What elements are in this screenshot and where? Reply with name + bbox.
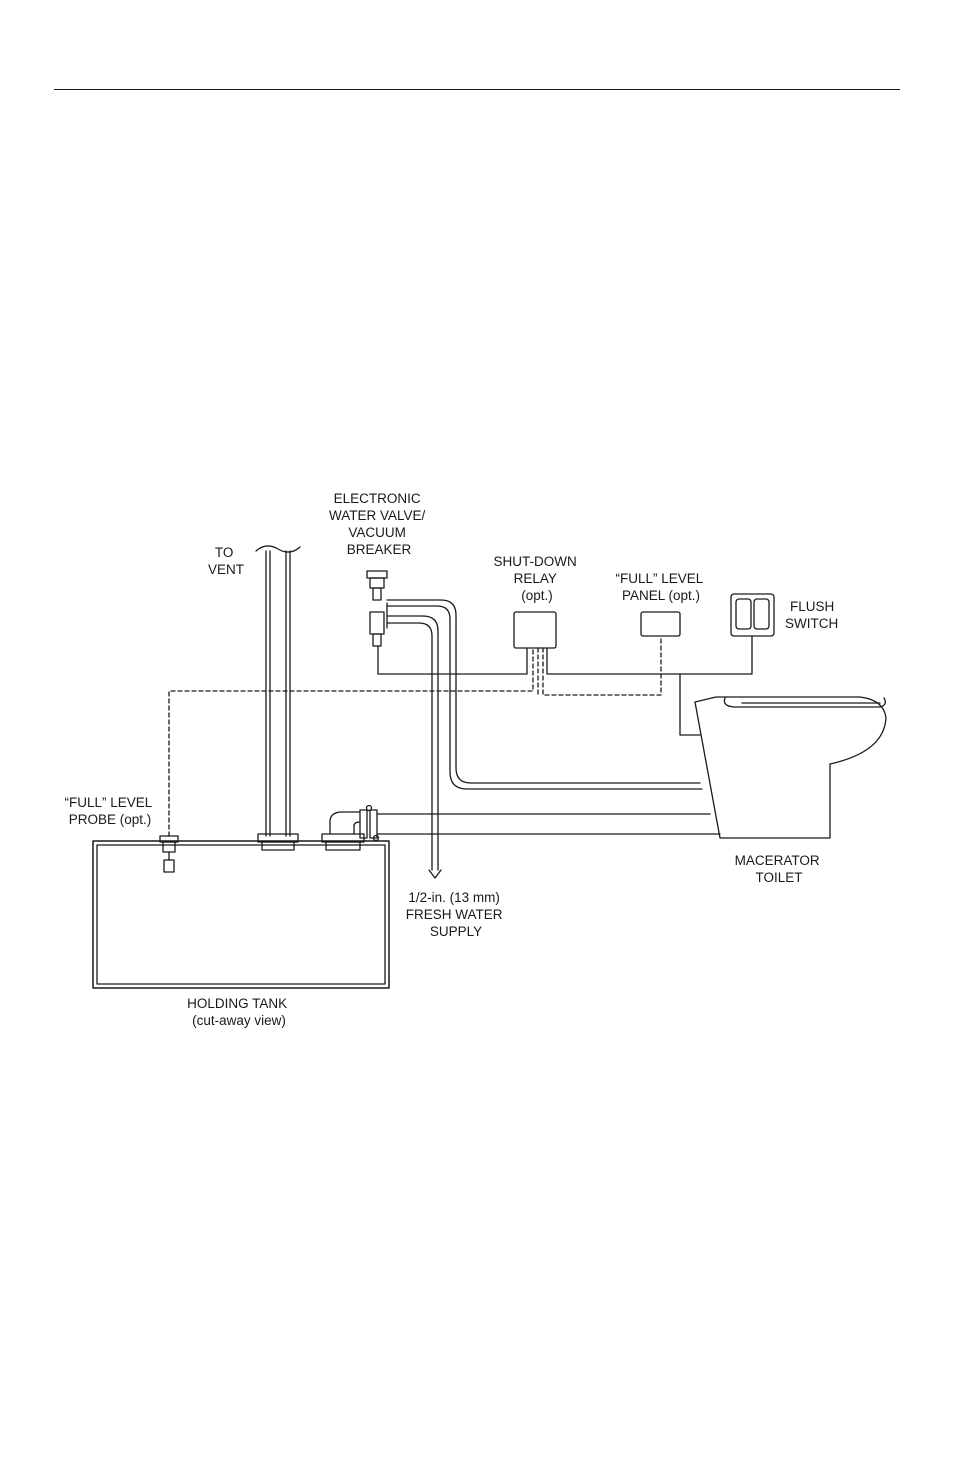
full-level-probe bbox=[160, 836, 178, 872]
discharge-fitting bbox=[322, 806, 379, 851]
fresh-water-pipe-outer bbox=[387, 600, 702, 789]
holding-tank bbox=[93, 841, 389, 988]
label-holding-tank: HOLDING TANK (cut-away view) bbox=[187, 996, 291, 1028]
label-full-level-panel: “FULL” LEVEL PANEL (opt.) bbox=[615, 571, 706, 603]
fresh-water-supply-pipe bbox=[387, 616, 441, 878]
label-electronic-water-valve: ELECTRONIC WATER VALVE/ VACUUM BREAKER bbox=[329, 491, 429, 557]
flush-switch bbox=[731, 594, 774, 636]
label-flush-switch: FLUSH SWITCH bbox=[785, 599, 838, 631]
label-to-vent: TO VENT bbox=[208, 545, 244, 577]
vent-fitting bbox=[258, 834, 298, 850]
optional-wiring bbox=[169, 636, 661, 836]
discharge-hose bbox=[377, 814, 720, 834]
macerator-toilet bbox=[695, 697, 886, 838]
label-fresh-water-supply: 1/2-in. (13 mm) FRESH WATER SUPPLY bbox=[406, 890, 507, 939]
label-shutdown-relay: SHUT-DOWN RELAY (opt.) bbox=[493, 554, 580, 603]
wiring bbox=[378, 636, 752, 735]
label-macerator-toilet: MACERATOR TOILET bbox=[735, 853, 824, 885]
water-valve bbox=[367, 571, 387, 646]
full-level-panel bbox=[641, 612, 680, 636]
label-full-level-probe: “FULL” LEVEL PROBE (opt.) bbox=[64, 795, 155, 827]
shutdown-relay bbox=[514, 612, 556, 648]
